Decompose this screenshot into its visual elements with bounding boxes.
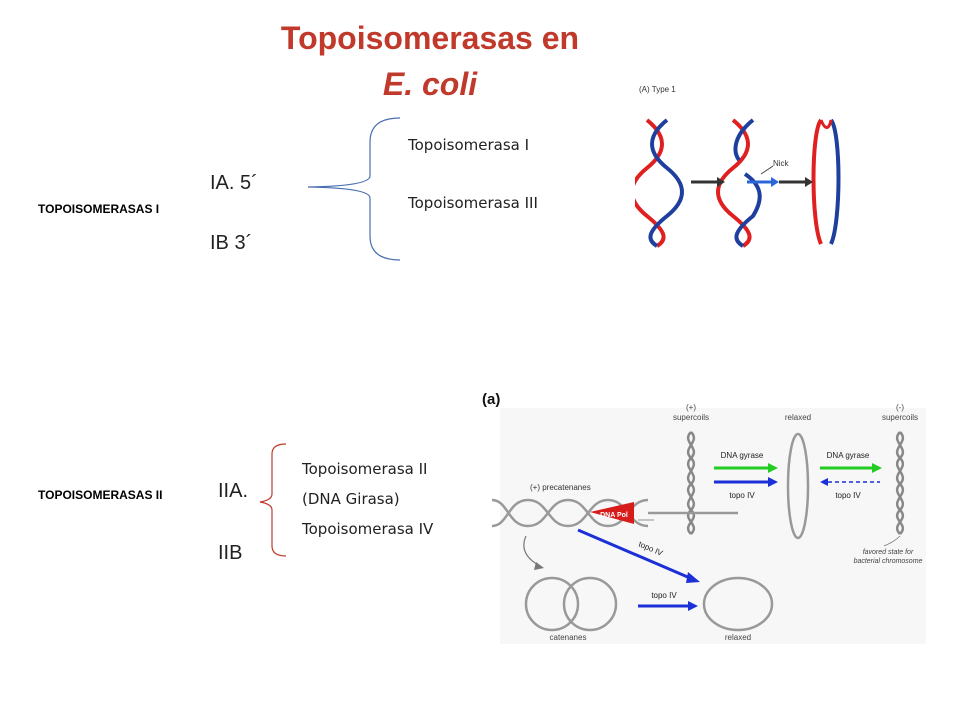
relaxed-loop-top [786, 432, 810, 540]
type2-figure: (a) (+)supercoils relaxed (-)supercoils … [482, 391, 926, 644]
green-arrow-2 [820, 463, 882, 473]
type1-brace [307, 117, 401, 261]
precatenanes-label: (+) precatenanes [530, 483, 591, 492]
type1-enzyme-topo-iii: Topoisomerasa III [408, 194, 538, 212]
catenane-rings [524, 576, 618, 632]
slide-title-line1: Topoisomerasas en [280, 20, 580, 56]
helix-1 [635, 118, 684, 248]
arrow-1 [691, 177, 725, 187]
slide-title-line2: E. coli [382, 66, 478, 102]
dna-gyrase-label-2: DNA gyrase [827, 451, 870, 460]
diagonal-blue-arrow [577, 528, 700, 583]
helix-3-relaxed [811, 118, 841, 245]
topo-iv-label-1: topo IV [729, 491, 755, 500]
helix-2-nicked [716, 118, 762, 248]
topo-iv-label-2: topo IV [835, 491, 861, 500]
dna-pol-label: DNA Pol [600, 512, 628, 519]
type2-enzyme-topo-ii: Topoisomerasa II [302, 460, 428, 478]
relaxed-loop-bottom [702, 576, 774, 632]
bottom-blue-arrow [638, 601, 698, 611]
arrow-2 [779, 177, 813, 187]
pos-supercoil-strand [686, 431, 696, 535]
nick-label: Nick [773, 159, 790, 168]
type1-group-label: TOPOISOMERASAS I [38, 202, 160, 216]
pos-supercoils-label: (+)supercoils [673, 403, 709, 422]
type2-figure-label: (a) [482, 391, 500, 408]
type1-enzyme-topo-i: Topoisomerasa I [408, 136, 530, 154]
topo-iv-bottom-label: topo IV [651, 591, 677, 600]
neg-supercoils-label: (-)supercoils [882, 403, 918, 422]
dna-gyrase-label-1: DNA gyrase [721, 451, 764, 460]
blue-dashed-arrow-2 [820, 478, 880, 486]
type2-subtype-b: IIB [218, 542, 243, 564]
type2-subtype-a: IIA. [218, 480, 249, 502]
catenanes-label: catenanes [550, 633, 587, 642]
blue-arrow-1 [714, 477, 778, 487]
relaxed-top-label: relaxed [785, 413, 811, 422]
neg-supercoil-strand [895, 431, 905, 535]
green-arrow-1 [714, 463, 778, 473]
type1-figure-label: (A) Type 1 [639, 85, 676, 94]
type1-subtype-b: IB 3´ [210, 232, 253, 254]
type1-figure: (A) Type 1 Nick [635, 85, 841, 248]
type2-enzyme-topo-iv: Topoisomerasa IV [302, 520, 434, 538]
relaxed-bottom-label: relaxed [725, 633, 751, 642]
type2-enzyme-dna-girasa: (DNA Girasa) [302, 490, 400, 508]
type2-group-label: TOPOISOMERASAS II [38, 488, 163, 502]
type1-subtype-a: IA. 5´ [210, 172, 258, 194]
dna-pol-marker: DNA Pol [590, 502, 634, 524]
nick-arrow [747, 177, 779, 187]
type2-brace [259, 443, 287, 557]
